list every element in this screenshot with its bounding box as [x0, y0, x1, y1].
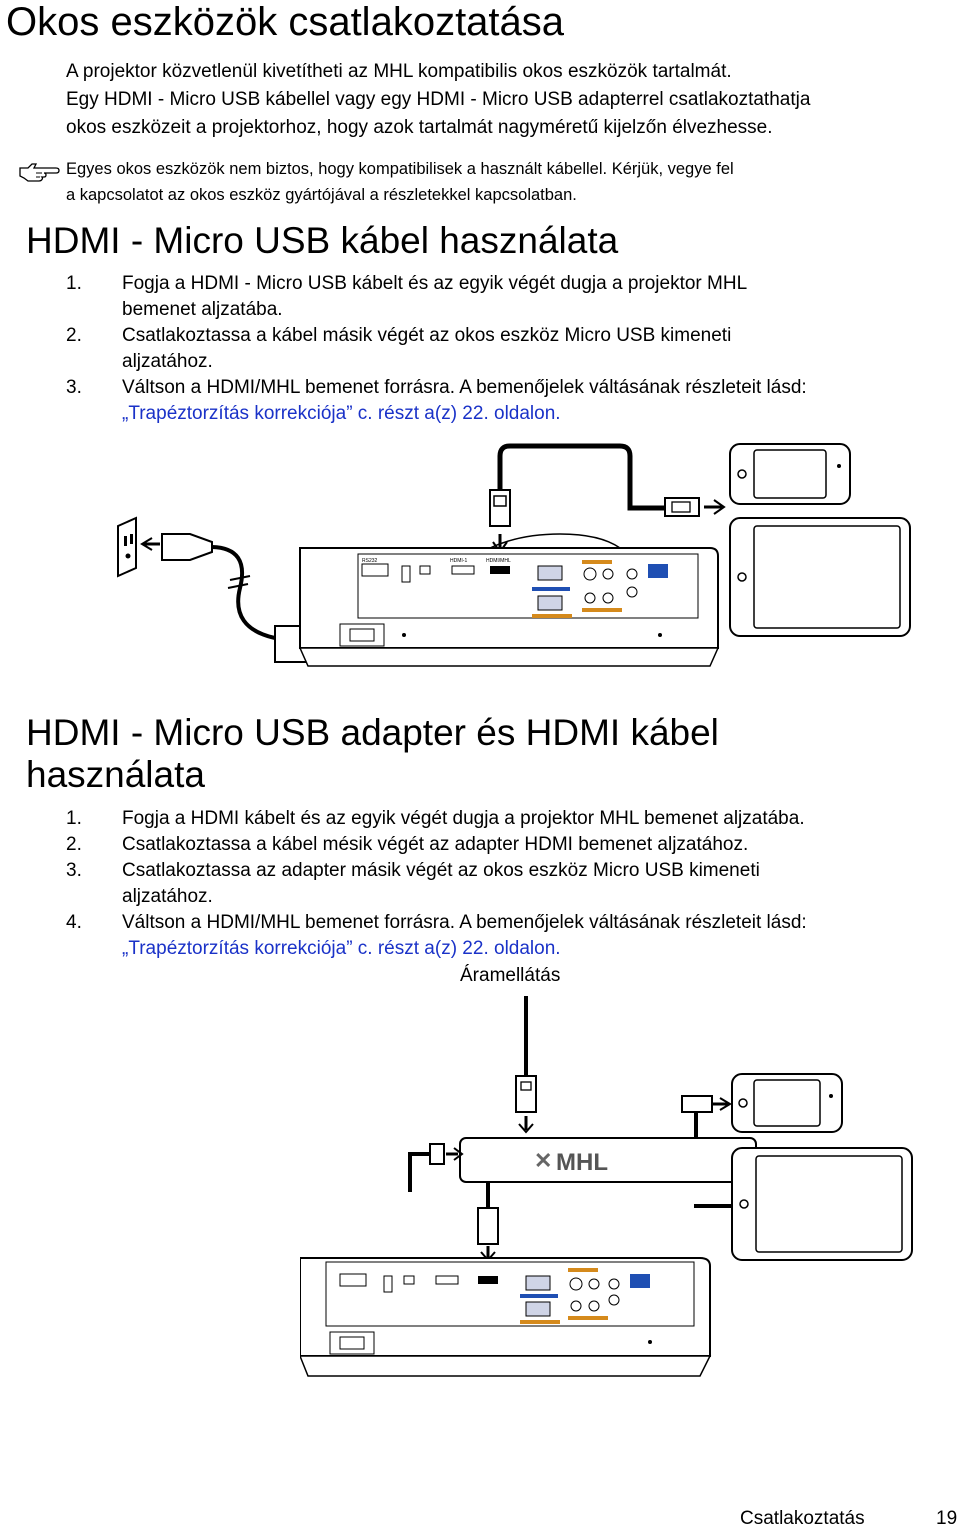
hdmi-plug-projector	[477, 1207, 499, 1245]
intro-paragraph: A projektor közvetlenül kivetítheti az M…	[66, 58, 946, 142]
steps-list-cable: 1. Fogja a HDMI - Micro USB kábelt és az…	[66, 271, 956, 427]
step-text: Csatlakoztassa a kábel másik végét az ok…	[122, 325, 732, 346]
hdmi-plug	[489, 489, 511, 527]
tablet-icon	[729, 517, 911, 637]
footer-section-name: Csatlakoztatás	[740, 1508, 865, 1529]
list-item: 2. Csatlakoztassa a kábel mésik végét az…	[66, 832, 956, 858]
page-title: Okos eszközök csatlakoztatása	[6, 0, 565, 44]
wall-outlet-icon	[117, 516, 137, 578]
port-label: HDMI/MHL	[486, 558, 511, 564]
intro-line: Egy HDMI - Micro USB kábellel vagy egy H…	[66, 89, 811, 110]
tablet-icon	[731, 1147, 913, 1261]
cross-reference-link[interactable]: „Trapéztorzítás korrekciója” c. részt a(…	[122, 938, 561, 959]
step-text: aljzatához.	[122, 351, 213, 372]
intro-line: A projektor közvetlenül kivetítheti az M…	[66, 61, 732, 82]
page-number: 19	[936, 1508, 958, 1529]
step-text: Csatlakoztassa a kábel mésik végét az ad…	[122, 834, 749, 855]
smartphone-icon	[729, 443, 851, 505]
port-label: HDMI-1	[450, 558, 467, 564]
step-text: aljzatához.	[122, 886, 213, 907]
port-label: RS232	[362, 558, 378, 564]
list-item: 3. Csatlakoztassa az adapter másik végét…	[66, 858, 956, 910]
svg-text:✕: ✕	[534, 1148, 552, 1173]
connection-diagram-adapter: ✕ MHL	[300, 996, 913, 1377]
list-item: 4. Váltson a HDMI/MHL bemenet forrásra. …	[66, 910, 956, 962]
step-number: 3.	[66, 377, 82, 398]
step-number: 1.	[66, 273, 82, 294]
heading-line: használata	[26, 754, 205, 795]
list-item: 1. Fogja a HDMI kábelt és az egyik végét…	[66, 806, 956, 832]
intro-line: okos eszközeit a projektorhoz, hogy azok…	[66, 117, 773, 138]
step-number: 1.	[66, 808, 82, 829]
note-text: a kapcsolatot az okos eszköz gyártójával…	[66, 186, 577, 204]
projector-icon	[300, 1257, 712, 1377]
section-heading-cable: HDMI - Micro USB kábel használata	[26, 220, 619, 261]
step-text: Váltson a HDMI/MHL bemenet forrásra. A b…	[122, 912, 807, 933]
step-number: 4.	[66, 912, 82, 933]
pointing-hand-icon	[19, 163, 60, 182]
hdmi-plug-adapter	[429, 1143, 445, 1165]
step-text: bemenet aljzatába.	[122, 299, 283, 320]
step-number: 2.	[66, 325, 82, 346]
section-heading-adapter: HDMI - Micro USB adapter és HDMI kábel h…	[26, 712, 719, 796]
step-number: 3.	[66, 860, 82, 881]
page-footer: Csatlakoztatás 19	[740, 1508, 960, 1534]
micro-usb-plug	[664, 497, 700, 517]
heading-line: HDMI - Micro USB adapter és HDMI kábel	[26, 712, 719, 753]
smartphone-icon	[731, 1073, 843, 1133]
note-text: Egyes okos eszközök nem biztos, hogy kom…	[66, 160, 734, 178]
micro-usb-plug	[681, 1095, 713, 1113]
projector-icon: RS232 HDMI-1 HDMI/MHL	[298, 533, 720, 667]
step-text: Csatlakoztassa az adapter másik végét az…	[122, 860, 760, 881]
list-item: 1. Fogja a HDMI - Micro USB kábelt és az…	[66, 271, 956, 323]
power-plug	[161, 533, 213, 561]
list-item: 2. Csatlakoztassa a kábel másik végét az…	[66, 323, 956, 375]
step-number: 2.	[66, 834, 82, 855]
power-supply-caption: Áramellátás	[460, 965, 561, 986]
list-item: 3. Váltson a HDMI/MHL bemenet forrásra. …	[66, 375, 956, 427]
connection-diagram-cable: RS232 HDMI-1 HDMI/MHL	[117, 443, 911, 667]
steps-list-adapter: 1. Fogja a HDMI kábelt és az egyik végét…	[66, 806, 956, 962]
mhl-adapter: ✕ MHL	[459, 1137, 757, 1183]
step-text: Váltson a HDMI/MHL bemenet forrásra. A b…	[122, 377, 807, 398]
step-text: Fogja a HDMI - Micro USB kábelt és az eg…	[122, 273, 748, 294]
mhl-logo: MHL	[556, 1149, 608, 1176]
step-text: Fogja a HDMI kábelt és az egyik végét du…	[122, 808, 805, 829]
cross-reference-link[interactable]: „Trapéztorzítás korrekciója” c. részt a(…	[122, 403, 561, 424]
